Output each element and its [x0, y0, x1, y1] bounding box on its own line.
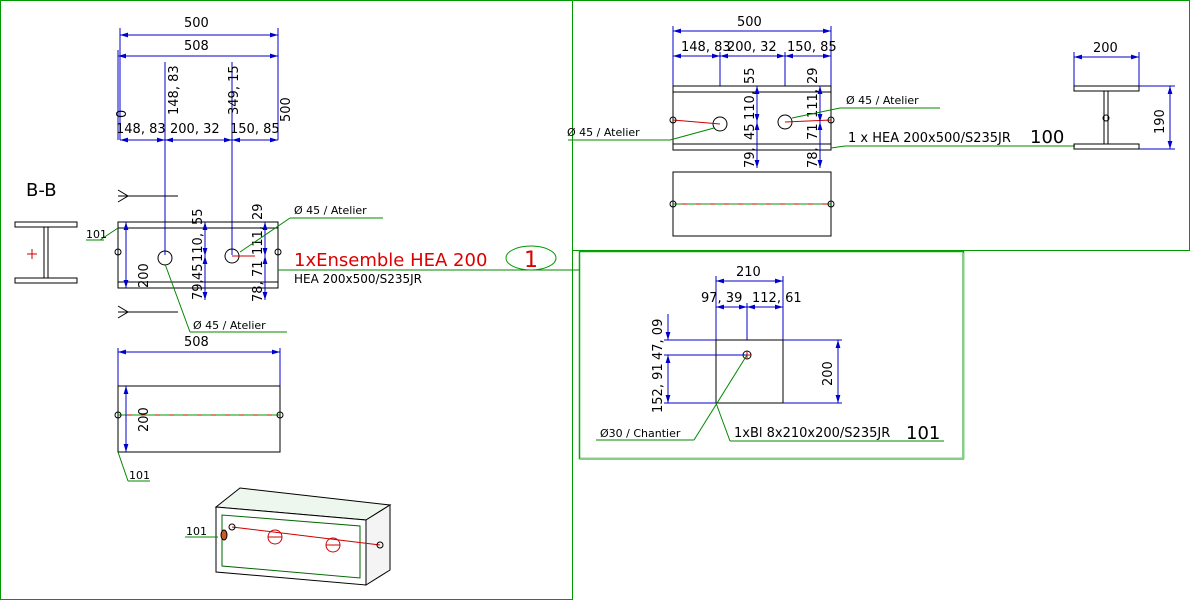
dim-79: 79,	[191, 279, 206, 300]
v2-hole-label-right: Ø 45 / Atelier	[846, 94, 919, 107]
dim-500-v: 500	[279, 97, 294, 122]
v2-dim-110: 110,	[743, 91, 758, 120]
v3-part-label: 1xBl 8x210x200/S235JR	[734, 426, 890, 441]
dim-chain-2: 200, 32	[170, 122, 220, 137]
dim-chain-3: 150, 85	[230, 122, 280, 137]
hole-label-top: Ø 45 / Atelier	[294, 204, 367, 217]
v2-dim-chain-3: 150, 85	[787, 40, 837, 55]
dim-200-v: 200	[137, 263, 152, 288]
beam-3d	[214, 487, 392, 586]
dim-508-bottom: 508	[184, 335, 209, 350]
v2-dim-29: 29	[806, 67, 821, 84]
dim-508-top: 508	[184, 39, 209, 54]
dim-78: 78,	[251, 281, 266, 302]
v3-hole-label: Ø30 / Chantier	[600, 427, 681, 440]
v2-dim-111: 111,	[806, 89, 821, 118]
v3-dim-200: 200	[821, 361, 836, 386]
v3-dim-97-39: 97, 39	[701, 291, 742, 306]
section-profile	[14, 221, 78, 284]
dim-500-top: 500	[184, 16, 209, 31]
v2-beam-front	[672, 85, 832, 151]
v2-dim-71: 71	[806, 123, 821, 140]
v3-dim-152-91: 152, 91	[651, 363, 666, 413]
dim-29: 29	[251, 203, 266, 220]
dim-45: 45	[191, 263, 206, 280]
dim-71: 71	[251, 260, 266, 277]
v3-dim-112-61: 112, 61	[752, 291, 802, 306]
v3-dim-47-09: 47, 09	[651, 319, 666, 360]
v2-hole-label-left: Ø 45 / Atelier	[567, 126, 640, 139]
v2-dim-chain-1: 148, 83	[681, 40, 731, 55]
dim-148-83-v: 148, 83	[167, 65, 182, 115]
v2-dim-79: 79,	[743, 147, 758, 168]
v2-part-number: 100	[1030, 127, 1064, 148]
section-label: B-B	[26, 180, 57, 201]
dim-200-bottom: 200	[137, 407, 152, 432]
v2-dim-500: 500	[737, 15, 762, 30]
ref-101-b: 101	[129, 469, 150, 482]
assembly-label: 1xEnsemble HEA 200	[294, 250, 487, 271]
view2: 500 148, 83 200, 32 150, 85 55 110, 45 7…	[567, 15, 1175, 237]
dim-110: 110,	[191, 233, 206, 262]
dim-0-v: 0	[115, 110, 130, 118]
v2-part-label: 1 x HEA 200x500/S235JR	[848, 131, 1011, 146]
v2-dim-200-section: 200	[1093, 41, 1118, 56]
v2-section-profile	[1073, 85, 1140, 150]
v2-dim-190-section: 190	[1153, 109, 1168, 134]
dim-55: 55	[191, 208, 206, 225]
v2-dim-45: 45	[743, 123, 758, 140]
dim-111: 111,	[251, 226, 266, 255]
v3-part-number: 101	[906, 423, 940, 444]
view2-frame	[572, 0, 1190, 251]
ref-101-c: 101	[186, 525, 207, 538]
v2-dim-chain-2: 200, 32	[727, 40, 777, 55]
v3-dim-210: 210	[736, 265, 761, 280]
view1-frame	[0, 0, 573, 600]
dim-349-15-v: 349, 15	[227, 65, 242, 115]
assembly-sub: HEA 200x500/S235JR	[294, 272, 422, 286]
v3-plate	[715, 339, 784, 404]
v2-dim-55: 55	[743, 67, 758, 84]
view3: 210 97, 39 112, 61 47, 09 152, 91 200 Ø3…	[596, 265, 944, 444]
view1: 500 508 148, 83 349, 15 500 0 148, 83 20…	[14, 16, 580, 586]
beam-plan	[117, 385, 281, 453]
ref-101-a: 101	[86, 228, 107, 241]
dim-chain-1: 148, 83	[116, 122, 166, 137]
v2-dim-78: 78,	[806, 147, 821, 168]
hole-label-bottom: Ø 45 / Atelier	[193, 319, 266, 332]
assembly-number: 1	[524, 248, 538, 273]
